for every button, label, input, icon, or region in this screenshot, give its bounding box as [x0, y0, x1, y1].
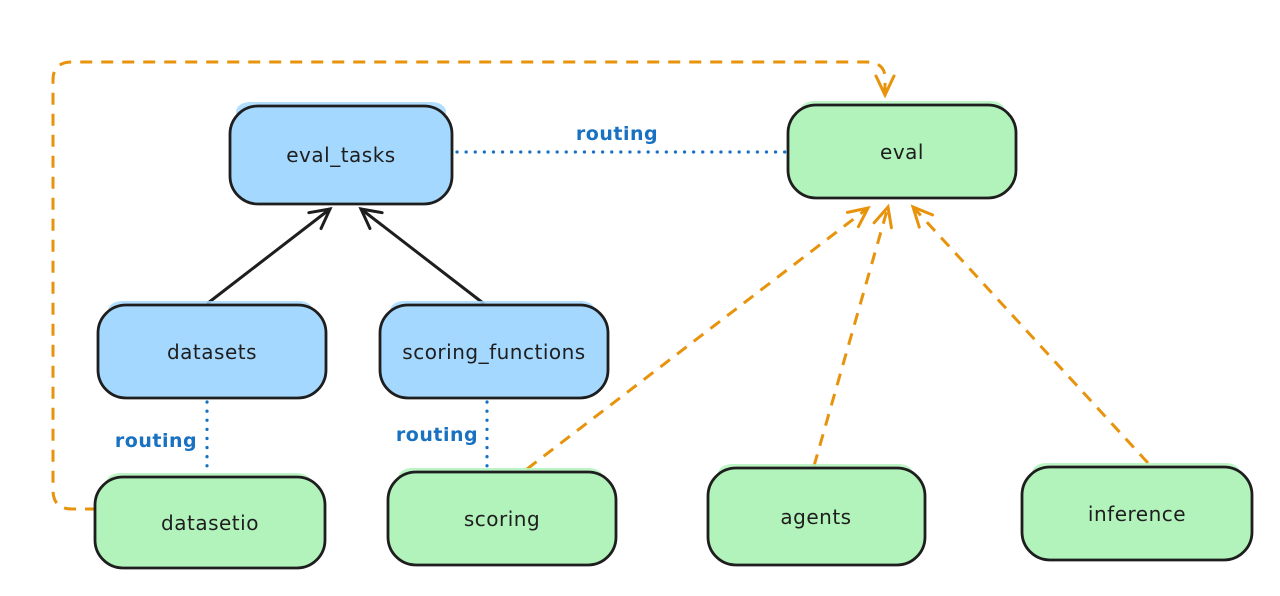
- node-datasets: datasets: [96, 301, 328, 400]
- node-eval: eval: [786, 101, 1018, 200]
- node-agents-box: [706, 466, 927, 567]
- edge-datasetio-to-eval-arrow: [51, 60, 896, 511]
- node-eval-tasks: eval_tasks: [228, 102, 454, 206]
- node-datasets-label: datasets: [167, 340, 257, 364]
- node-scoring-label: scoring: [464, 507, 540, 531]
- node-datasetio-box: [93, 475, 327, 570]
- node-eval-tasks-label: eval_tasks: [286, 143, 395, 167]
- node-datasetio: datasetio: [93, 473, 327, 570]
- edge-inference-to-eval-arrow: [910, 204, 1150, 465]
- node-scoring-functions: scoring_functions: [378, 301, 610, 400]
- node-scoring-functions-label: scoring_functions: [402, 340, 585, 364]
- node-agents-label: agents: [780, 505, 851, 529]
- node-datasetio-label: datasetio: [161, 511, 259, 535]
- edge-routing-label-scoring: routing: [396, 424, 478, 446]
- node-datasets-box: [96, 303, 328, 400]
- node-eval-box: [786, 103, 1018, 200]
- edge-datasets-to-eval-tasks-arrow: [206, 207, 333, 305]
- node-inference-box: [1020, 465, 1254, 562]
- edge-scoring-functions-to-eval-tasks-arrow: [358, 207, 485, 305]
- node-eval-tasks-box: [228, 104, 454, 206]
- edge-agents-to-eval-arrow: [812, 203, 893, 467]
- node-inference-label: inference: [1088, 502, 1186, 526]
- node-inference: inference: [1020, 463, 1254, 562]
- node-agents: agents: [706, 464, 927, 567]
- node-scoring-box: [386, 470, 618, 567]
- edge-routing-label-top: routing: [576, 123, 658, 145]
- node-eval-label: eval: [880, 140, 924, 164]
- node-scoring-functions-box: [378, 303, 610, 400]
- edge-scoring-to-eval-arrow: [526, 205, 871, 471]
- edge-routing-label-datasets: routing: [115, 430, 197, 452]
- node-scoring: scoring: [386, 468, 618, 567]
